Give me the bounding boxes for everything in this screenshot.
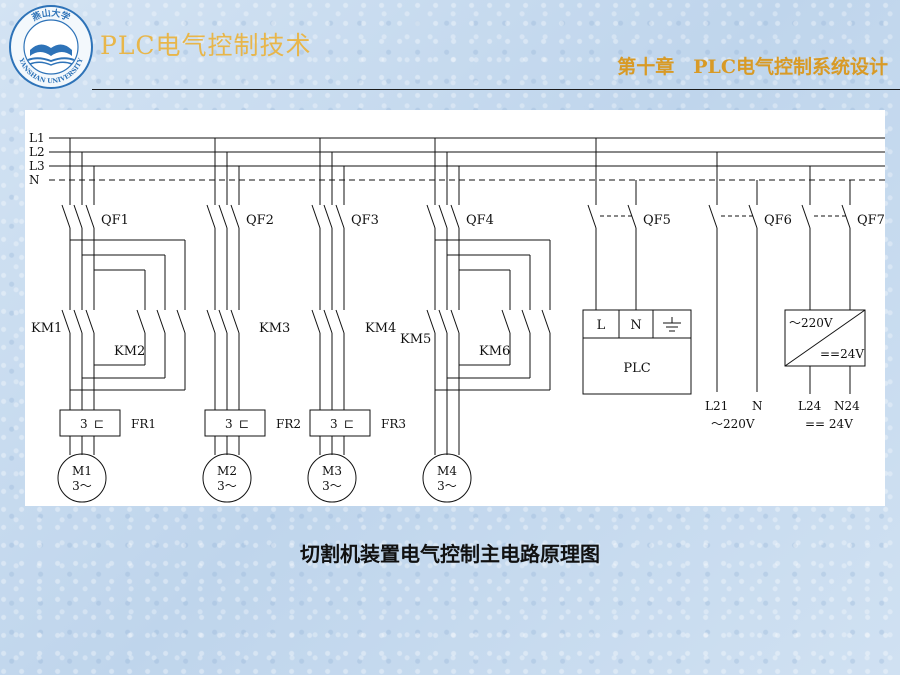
motor-m4-phase: 3～ <box>437 479 457 493</box>
bus-label-l2: L2 <box>29 145 45 159</box>
contactor-label-km3: KM3 <box>259 321 290 336</box>
output-label-l21: L21 <box>705 399 728 413</box>
output-label-n24: N24 <box>834 399 860 413</box>
main-circuit-diagram: L1 L2 L3 N QF1 QF2 QF3 QF4 QF5 QF6 QF7 K… <box>29 131 885 503</box>
wave-icon <box>27 57 75 63</box>
motor-m1-name: M1 <box>72 464 92 478</box>
contactor-label-km5: KM5 <box>400 332 431 347</box>
bus-label-l3: L3 <box>29 159 45 173</box>
contactor-label-km2: KM2 <box>114 344 145 359</box>
power-supply-block <box>784 309 866 367</box>
thermal-relay-fr1 <box>59 409 121 437</box>
relay-fr1-num: 3 <box>80 417 88 431</box>
relay-fr3-num: 3 <box>330 417 338 431</box>
header-divider <box>92 89 900 90</box>
plc-block <box>582 309 692 395</box>
university-logo: 燕山大学 YANSHAN UNIVERSITY <box>9 5 93 89</box>
breaker-label-qf6: QF6 <box>764 213 792 228</box>
motor-m4 <box>422 453 472 503</box>
bus-label-l1: L1 <box>29 131 45 145</box>
contactor-label-km1: KM1 <box>31 321 62 336</box>
motor-m3 <box>307 453 357 503</box>
breaker-label-qf2: QF2 <box>246 213 274 228</box>
breaker-label-qf5: QF5 <box>643 213 671 228</box>
thermal-relay-fr3 <box>309 409 371 437</box>
psu-input-label: ～220V <box>789 316 833 330</box>
output-label-220v: ～220V <box>711 417 755 431</box>
relay-fr2-num: 3 <box>225 417 233 431</box>
plc-terminal-n: N <box>630 318 641 333</box>
breaker-label-qf1: QF1 <box>101 213 129 228</box>
thermal-relay-fr2 <box>204 409 266 437</box>
motor-m4-name: M4 <box>437 464 457 478</box>
output-label-24v: == 24V <box>805 417 853 431</box>
motor-m3-phase: 3～ <box>322 479 342 493</box>
relay-fr2-label: FR2 <box>276 417 301 431</box>
motor-m2 <box>202 453 252 503</box>
course-title: PLC电气控制技术 <box>100 31 312 60</box>
book-icon <box>30 44 72 56</box>
motor-m2-name: M2 <box>217 464 237 478</box>
relay-fr1-symbol: ⊏ <box>94 417 104 431</box>
ground-icon <box>663 317 681 332</box>
breaker-label-qf4: QF4 <box>466 213 494 228</box>
breaker-label-qf3: QF3 <box>351 213 379 228</box>
plc-label: PLC <box>623 361 650 376</box>
breaker-label-qf7: QF7 <box>857 213 885 228</box>
circuit-diagram-panel: L1 L2 L3 N QF1 QF2 QF3 QF4 QF5 QF6 QF7 K… <box>25 110 885 506</box>
relay-fr2-symbol: ⊏ <box>239 417 249 431</box>
plc-terminal-l: L <box>597 318 606 333</box>
motor-m1 <box>57 453 107 503</box>
psu-output-label: ==24V <box>820 347 864 361</box>
bus-label-n: N <box>29 173 40 187</box>
motor-m3-name: M3 <box>322 464 342 478</box>
output-label-n: N <box>752 399 763 413</box>
relay-fr3-label: FR3 <box>381 417 406 431</box>
motor-m2-phase: 3～ <box>217 479 237 493</box>
contactor-label-km6: KM6 <box>479 344 510 359</box>
diagram-caption: 切割机装置电气控制主电路原理图 <box>300 542 600 566</box>
chapter-title: 第十章 PLC电气控制系统设计 <box>617 56 888 78</box>
relay-fr1-label: FR1 <box>131 417 156 431</box>
output-label-l24: L24 <box>798 399 822 413</box>
relay-fr3-symbol: ⊏ <box>344 417 354 431</box>
motor-m1-phase: 3～ <box>72 479 92 493</box>
contactor-label-km4: KM4 <box>365 321 396 336</box>
